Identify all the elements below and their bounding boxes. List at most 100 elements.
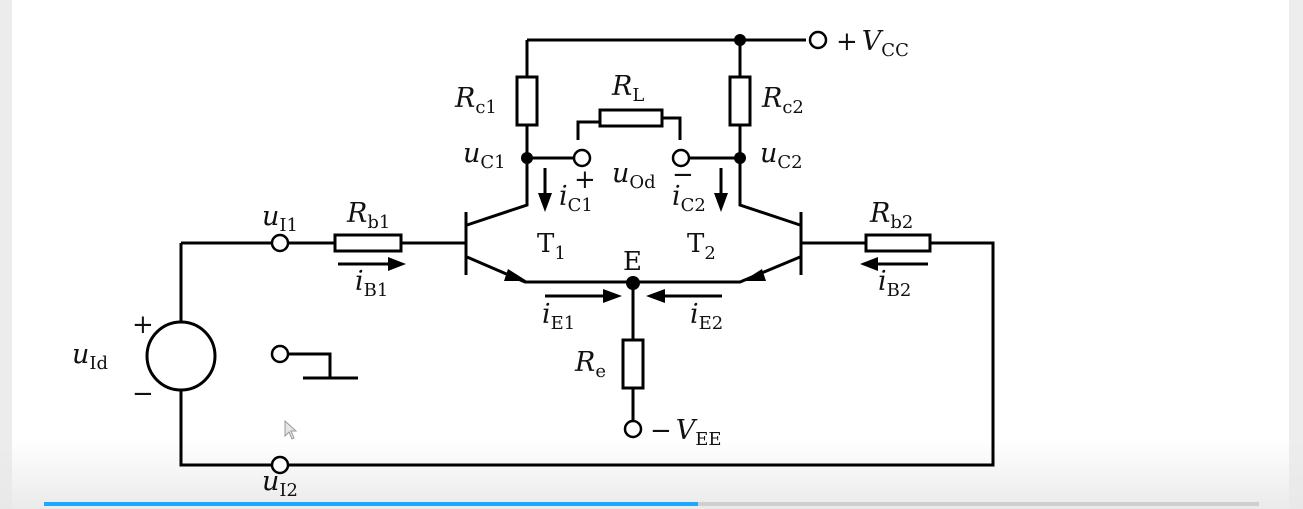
uid-minus-sign: −	[132, 379, 154, 409]
re-resistor	[621, 338, 645, 390]
video-progress-fill	[44, 502, 698, 506]
ic2-arrowhead	[714, 193, 728, 212]
ie1-subscript: E1	[551, 313, 576, 334]
ui2-symbol: u	[262, 466, 279, 497]
mouse-cursor-icon	[284, 419, 298, 445]
uc1-symbol: u	[463, 138, 480, 169]
t1-collector-wire	[466, 125, 529, 227]
bottom-fade	[0, 439, 1303, 509]
uod-subscript: Od	[629, 172, 655, 193]
ie1-symbol: i	[542, 299, 551, 330]
source-bottom-wire	[179, 390, 272, 467]
ie2-arrowhead	[646, 289, 665, 303]
e-node-label: E	[623, 247, 642, 277]
vee-terminal	[623, 419, 643, 439]
t2-symbol: T	[687, 229, 705, 259]
svg-text:Rc2: Rc2	[761, 83, 804, 118]
t1-symbol: T	[537, 229, 555, 259]
uod-plus-terminal	[572, 148, 592, 168]
rb1-symbol: R	[346, 198, 367, 229]
vee-prefix: −	[650, 416, 672, 446]
uid-plus-sign: +	[132, 310, 154, 340]
ground-terminal	[270, 344, 290, 364]
rl-right-lead	[662, 116, 682, 140]
rc2-resistor	[728, 75, 752, 127]
svg-text:iC2: iC2	[672, 181, 706, 216]
ib2-arrowhead	[860, 257, 878, 271]
vcc-subscript: CC	[881, 40, 909, 61]
ib2-subscript: B2	[887, 280, 912, 301]
ic1-arrowhead	[538, 193, 552, 212]
vcc-symbol: V	[862, 26, 884, 57]
svg-text:Rc1: Rc1	[454, 83, 497, 118]
svg-text:iC1: iC1	[559, 181, 593, 216]
svg-text:iB2: iB2	[878, 266, 911, 301]
t2-collector-wire	[738, 125, 801, 227]
video-progress-bar[interactable]	[44, 502, 1259, 506]
rc2-subscript: c2	[782, 97, 804, 118]
svg-text:RL: RL	[611, 71, 644, 106]
ib1-symbol: i	[355, 266, 364, 297]
rb1-subscript: b1	[367, 212, 390, 233]
ui1-terminal	[270, 233, 290, 253]
vee-symbol: V	[676, 415, 698, 446]
svg-text:iB1: iB1	[355, 266, 388, 301]
svg-text:+VCC: +VCC	[836, 26, 909, 61]
ie2-subscript: E2	[699, 313, 724, 334]
re-symbol: R	[574, 347, 595, 378]
ui1-symbol: u	[262, 201, 279, 232]
ie1-arrowhead	[603, 289, 622, 303]
rb2-resistor	[864, 233, 932, 253]
svg-text:T2: T2	[687, 229, 716, 264]
rl-symbol: R	[611, 71, 632, 102]
rc2-symbol: R	[761, 83, 782, 114]
vcc-prefix: +	[836, 27, 858, 57]
svg-text:uI1: uI1	[262, 201, 298, 236]
rc1-symbol: R	[454, 83, 475, 114]
svg-text:−VEE: −VEE	[650, 415, 722, 450]
ie2-symbol: i	[690, 299, 699, 330]
ui2-return-wire	[288, 241, 995, 467]
rc1-subscript: c1	[475, 97, 497, 118]
left-frame-edge	[0, 0, 12, 509]
svg-text:uI2: uI2	[262, 466, 298, 501]
uid-subscript: Id	[89, 353, 108, 374]
uod-plus-sign: +	[574, 165, 596, 195]
t2-emitter-arrow	[743, 269, 766, 281]
ic2-symbol: i	[672, 181, 681, 212]
rc1-resistor	[515, 75, 539, 127]
t1-subscript: 1	[554, 243, 565, 264]
ic1-subscript: C1	[568, 195, 593, 216]
ui1-subscript: I1	[279, 215, 298, 236]
ic2-subscript: C2	[681, 195, 706, 216]
uid-symbol: u	[72, 339, 89, 370]
uc2-symbol: u	[760, 138, 777, 169]
ib1-arrowhead	[388, 257, 406, 271]
vcc-node	[734, 34, 746, 46]
svg-text:T1: T1	[537, 229, 566, 264]
vcc-terminal	[808, 30, 828, 50]
rl-left-lead	[576, 120, 600, 140]
uod-symbol: u	[612, 158, 629, 189]
ib2-symbol: i	[878, 266, 887, 297]
right-frame-edge	[1289, 0, 1303, 509]
t1-emitter-arrow	[504, 269, 527, 281]
rl-subscript: L	[632, 85, 644, 106]
svg-text:uC2: uC2	[760, 138, 803, 173]
svg-text:iE2: iE2	[690, 299, 723, 334]
rb2-subscript: b2	[890, 212, 913, 233]
ui2-subscript: I2	[279, 480, 298, 501]
svg-text:Rb1: Rb1	[346, 198, 390, 233]
ui2-terminal	[270, 455, 290, 475]
uod-minus-terminal	[671, 148, 691, 168]
svg-text:iE1: iE1	[542, 299, 575, 334]
uod-minus-sign: −	[672, 160, 694, 190]
vee-subscript: EE	[695, 429, 721, 450]
t2-subscript: 2	[704, 243, 715, 264]
uc2-subscript: C2	[777, 152, 802, 173]
rb2-symbol: R	[869, 198, 890, 229]
ib1-subscript: B1	[364, 280, 389, 301]
ground-lead	[288, 352, 332, 377]
ic1-symbol: i	[559, 181, 568, 212]
